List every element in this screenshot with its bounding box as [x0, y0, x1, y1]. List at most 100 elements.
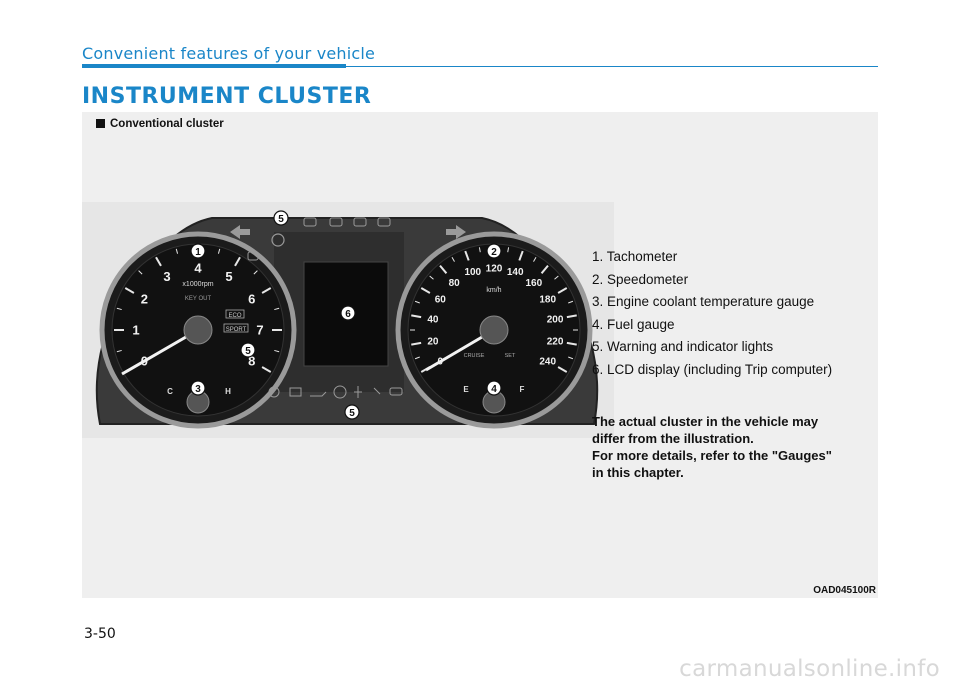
speedometer-tick — [464, 250, 470, 261]
tachometer-tick — [138, 270, 143, 275]
speedometer-tick — [414, 300, 420, 304]
callout-marker-number: 5 — [349, 408, 355, 419]
speedometer-tick — [568, 300, 574, 304]
callout-marker-number: 4 — [491, 384, 497, 395]
tachometer-tick — [261, 287, 272, 294]
tachometer-number: 5 — [225, 269, 232, 284]
tachometer-number: 7 — [256, 323, 263, 338]
speedometer-tick — [507, 247, 510, 253]
page-heading: INSTRUMENT CLUSTER — [82, 84, 372, 109]
note-line: For more details, refer to the "Gauges" — [592, 448, 832, 463]
legend-list: 1. Tachometer 2. Speedometer 3. Engine c… — [592, 246, 832, 381]
callout-marker: 1 — [190, 243, 206, 259]
legend-item: 6. LCD display (including Trip computer) — [592, 361, 833, 377]
cruise-label: CRUISE — [464, 353, 485, 359]
speed-unit: km/h — [486, 287, 501, 294]
speedometer-tick — [478, 247, 481, 253]
note-line: The actual cluster in the vehicle may — [592, 414, 819, 429]
page-number: 3-50 — [84, 626, 116, 642]
section-title: Convenient features of your vehicle — [82, 44, 376, 63]
note-line: in this chapter. — [592, 465, 684, 480]
set-label: SET — [505, 353, 516, 359]
note-line: differ from the illustration. — [592, 431, 754, 446]
eco-label: ECO — [228, 313, 241, 319]
caption-square-icon — [96, 119, 105, 128]
temp-hot-label: H — [225, 387, 231, 396]
tachometer-number: 8 — [248, 354, 255, 369]
figure-note: The actual cluster in the vehicle may di… — [592, 413, 862, 481]
callout-marker: 2 — [486, 243, 502, 259]
brake-warning-icon — [333, 385, 347, 399]
fuel-full-label: F — [520, 385, 525, 394]
abs-warning-icon — [271, 233, 285, 247]
seatbelt-warning-icon — [354, 386, 362, 398]
airbag-warning-icon — [373, 387, 381, 395]
callout-marker-number: 1 — [195, 247, 201, 258]
high-beam-icon — [303, 217, 317, 227]
speedometer-number: 40 — [427, 315, 439, 326]
figure-panel: Conventional cluster 012345678 x1000rpm … — [82, 112, 878, 598]
callout-marker-number: 6 — [345, 309, 351, 320]
speedometer-tick — [568, 356, 574, 360]
tachometer-tick — [116, 307, 122, 311]
speedometer-tick — [518, 250, 524, 261]
door-ajar-icon — [389, 387, 403, 396]
tachometer-number: 2 — [141, 292, 148, 307]
speedometer-number: 120 — [486, 264, 503, 275]
speedometer-tick — [566, 341, 577, 346]
figure-caption: Conventional cluster — [96, 118, 224, 130]
callout-marker: 3 — [190, 380, 206, 396]
speedometer-tick — [557, 287, 568, 294]
key-out-label: KEY OUT — [185, 296, 212, 302]
tachometer-number: 1 — [132, 323, 139, 338]
speedometer-number: 20 — [427, 336, 439, 347]
speedometer-number: 80 — [449, 278, 461, 289]
callout-marker: 5 — [273, 210, 289, 226]
instrument-cluster-illustration: 012345678 x1000rpm KEY OUT ECO SPORT C H… — [95, 210, 599, 429]
fuel-empty-label: E — [463, 385, 469, 394]
legend-item: 5. Warning and indicator lights — [592, 339, 774, 354]
speedometer-number: 180 — [539, 295, 556, 306]
speedometer-number: 200 — [547, 315, 564, 326]
tachometer-tick — [274, 349, 280, 353]
watermark: carmanualsonline.info — [679, 656, 940, 682]
header-rule-thick — [82, 64, 346, 68]
callout-marker-number: 2 — [491, 247, 497, 258]
tachometer-number: 4 — [194, 261, 202, 276]
legend-item: 3. Engine coolant temperature gauge — [592, 294, 815, 309]
right-turn-signal-icon — [446, 225, 466, 239]
callout-marker: 6 — [340, 305, 356, 321]
figure-caption-text: Conventional cluster — [110, 118, 224, 130]
oil-pressure-icon — [310, 391, 327, 397]
tachometer-tick — [253, 270, 258, 275]
tachometer-number: 3 — [163, 269, 170, 284]
speedometer-tick — [411, 341, 422, 346]
tachometer: 012345678 x1000rpm KEY OUT ECO SPORT C H — [99, 231, 297, 429]
speedometer-tick — [566, 314, 577, 319]
rear-fog-icon — [377, 217, 391, 227]
speedometer-number: 140 — [507, 267, 524, 278]
speedometer-tick — [420, 287, 431, 294]
tachometer-tick — [116, 349, 122, 353]
tachometer-number: 6 — [248, 292, 255, 307]
speedometer-tick — [540, 265, 549, 274]
tachometer-tick — [124, 287, 135, 294]
tachometer-tick — [217, 248, 221, 254]
tachometer-tick — [155, 256, 162, 267]
battery-warning-icon — [289, 387, 302, 397]
speedometer-tick — [439, 265, 448, 274]
speedometer-tick — [554, 275, 559, 280]
tachometer-tick — [175, 248, 179, 254]
speedometer-tick — [414, 356, 420, 360]
legend-item: 1. Tachometer — [592, 249, 678, 264]
callout-marker: 4 — [486, 380, 502, 396]
fog-lamp-icon — [329, 217, 343, 227]
speedometer: 020406080100120140160180200220240 km/h C… — [395, 231, 593, 429]
speedometer-tick — [533, 257, 537, 262]
speedometer-number: 100 — [464, 267, 481, 278]
speedometer-number: 240 — [539, 357, 556, 368]
callout-marker: 5 — [240, 342, 256, 358]
legend-item: 2. Speedometer — [592, 271, 689, 287]
top-indicator-row — [230, 217, 466, 261]
sport-indicator — [223, 323, 249, 333]
